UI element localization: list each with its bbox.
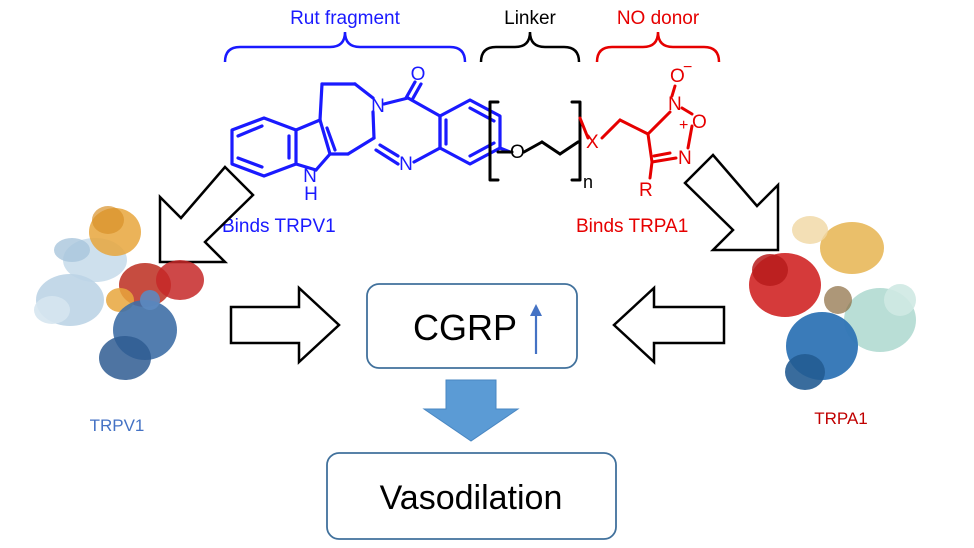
no-donor-atoms: X O − N + O N R <box>586 59 707 201</box>
arrow-to-trpa1 <box>683 153 780 252</box>
atom-n-imine: N <box>399 154 413 175</box>
linker-brace <box>479 31 581 63</box>
arrow-to-trpv1 <box>158 165 255 264</box>
atom-n-ring: N <box>371 96 385 117</box>
arrow-trpv1-to-cgrp <box>229 285 341 365</box>
plus-sign: + <box>679 117 688 134</box>
cgrp-up-arrow-head <box>530 304 542 316</box>
atom-o-ring: O <box>692 112 707 133</box>
atom-nh-h: H <box>304 184 318 205</box>
no-donor-header: NO donor <box>595 8 721 63</box>
minus-sign: − <box>683 59 692 76</box>
trpv1-protein-image <box>34 206 204 380</box>
rut-fragment-header: Rut fragment <box>223 8 467 63</box>
trpa1-protein-image <box>749 216 916 390</box>
binds-trpv1-label: Binds TRPV1 <box>222 216 336 237</box>
atom-o-oxide: O <box>670 66 685 87</box>
no-donor-brace <box>595 31 721 63</box>
atom-o-carbonyl: O <box>411 64 426 85</box>
trpa1-label: TRPA1 <box>814 409 868 428</box>
right-bracket <box>570 100 582 182</box>
cgrp-label: CGRP <box>413 307 517 348</box>
vasodilation-label: Vasodilation <box>380 479 563 517</box>
binds-trpa1-label: Binds TRPA1 <box>576 216 688 237</box>
repeat-subscript-n: n <box>583 172 593 192</box>
atom-r: R <box>639 180 653 201</box>
linker-structure <box>488 100 582 182</box>
rut-fragment-structure <box>230 80 512 178</box>
no-donor-label: NO donor <box>617 8 700 29</box>
trpv1-label: TRPV1 <box>90 416 145 435</box>
atom-n-plus: N <box>668 94 682 115</box>
linker-label: Linker <box>504 8 556 29</box>
rut-fragment-atoms: O N N N H <box>303 64 425 205</box>
atom-n-furoxan: N <box>678 148 692 169</box>
linker-header: Linker <box>479 8 581 63</box>
left-bracket <box>488 100 500 182</box>
atom-x: X <box>586 132 599 153</box>
cgrp-box: CGRP <box>366 283 578 369</box>
pyrrole-bond <box>294 118 322 132</box>
rut-fragment-label: Rut fragment <box>290 8 401 29</box>
vasodilation-box: Vasodilation <box>326 452 617 540</box>
atom-o-linker: O <box>510 142 525 163</box>
atom-nh-n: N <box>303 166 317 187</box>
arrow-trpa1-to-cgrp <box>612 285 726 365</box>
benzene-ring-a <box>230 116 298 178</box>
no-donor-structure <box>578 84 694 180</box>
arrow-cgrp-to-vasodilation <box>422 379 520 442</box>
rut-fragment-brace <box>223 31 467 63</box>
